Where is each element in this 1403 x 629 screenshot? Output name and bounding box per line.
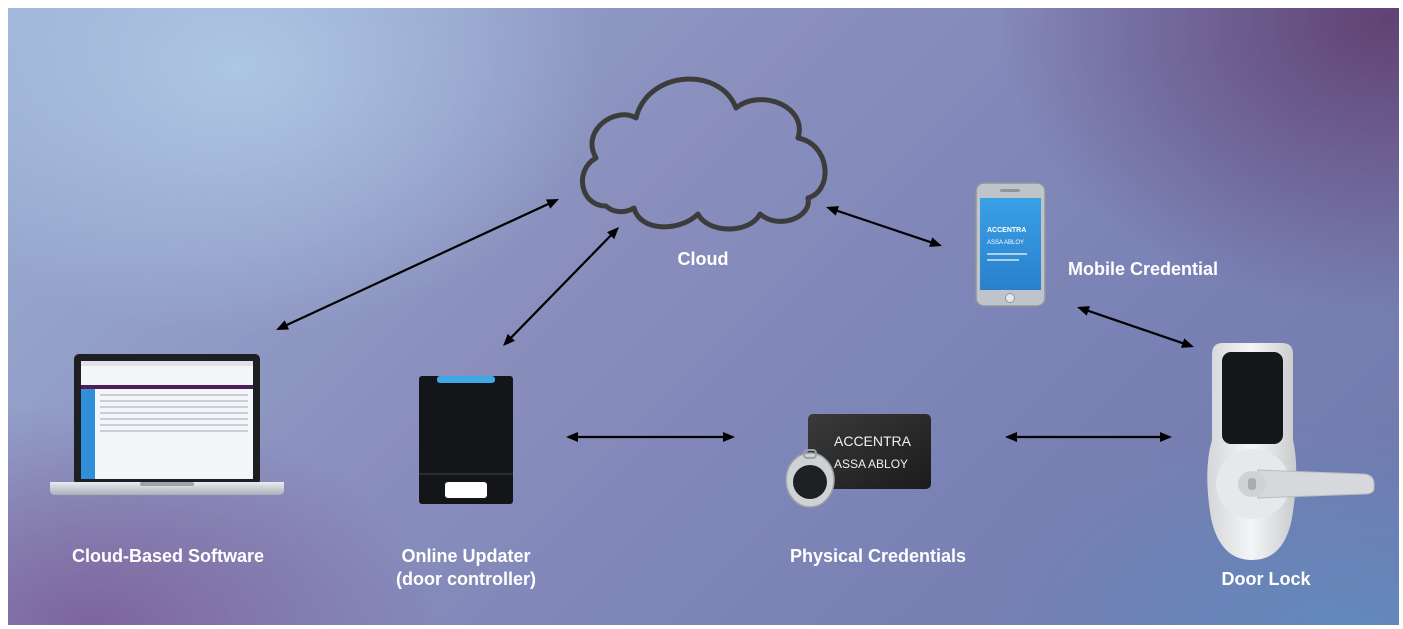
online-updater-label-line1: Online Updater [401,546,531,566]
arrow-physical-lock [1005,432,1172,442]
mobile-screen-line1: ACCENTRA [987,227,1026,234]
mobile-screen-line2: ASSA ABLOY [987,240,1024,246]
diagram-svg: ACCENTRA ASSA ABLOY [50,76,1375,560]
card-line1: ACCENTRA [834,433,912,449]
cloud-based-software-label: Cloud-Based Software [71,546,265,566]
online-updater-label-line2: (door controller) [396,569,536,589]
door-lock-label: Door Lock [1221,569,1311,589]
cloud-icon [580,76,828,232]
arrow-cloud-mobile [826,206,942,247]
card-line2: ASSA ABLOY [834,457,908,471]
laptop-icon [50,354,284,495]
door-lock-icon [1207,343,1375,560]
online-updater-label: Online Updater (door controller) [376,545,556,591]
arrow-software-cloud [276,199,559,330]
physical-credentials-icon: ACCENTRA ASSA ABLOY [785,414,931,508]
physical-credentials-label: Physical Credentials [789,546,967,566]
arrow-updater-cloud [503,227,619,346]
cloud-label: Cloud [677,249,729,269]
mobile-phone-icon: ACCENTRA ASSA ABLOY [975,182,1046,307]
diagram-canvas: ACCENTRA ASSA ABLOY [8,8,1399,625]
arrow-updater-physical [566,432,735,442]
arrow-mobile-lock [1077,306,1194,348]
mobile-credential-label: Mobile Credential [1067,259,1219,279]
connection-arrows [276,199,1194,442]
online-updater-icon [419,376,513,504]
